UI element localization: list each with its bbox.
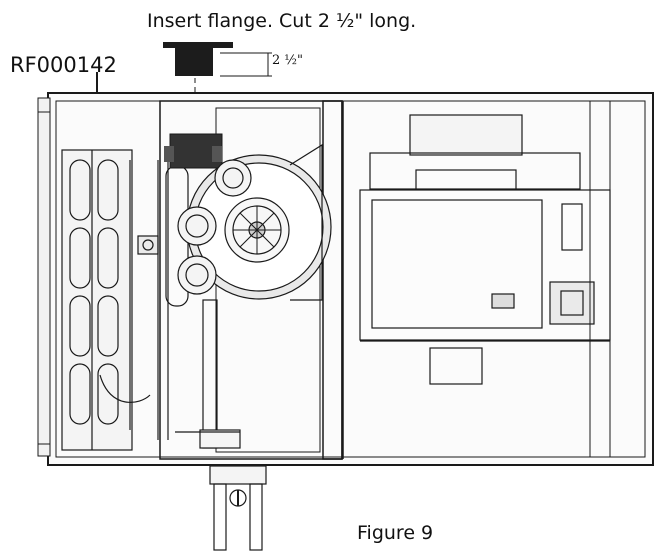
- heat-exchanger: [61, 149, 151, 451]
- figure-caption: Figure 9: [357, 522, 434, 544]
- pressure-switch: [177, 159, 252, 295]
- vent-pipe: [175, 299, 241, 449]
- control-board: [359, 114, 611, 385]
- divider-panel: [159, 100, 344, 460]
- part-number-label: RF000142: [10, 53, 117, 77]
- instruction-text: Insert flange. Cut 2 ½" long.: [147, 10, 417, 32]
- flange-piece: [163, 42, 233, 76]
- dimension-label: 2 ½": [272, 53, 303, 68]
- side-rails: [589, 101, 611, 457]
- dimension-marker: [220, 52, 272, 77]
- drain-fitting: [209, 465, 267, 551]
- inducer-motor: [164, 133, 223, 169]
